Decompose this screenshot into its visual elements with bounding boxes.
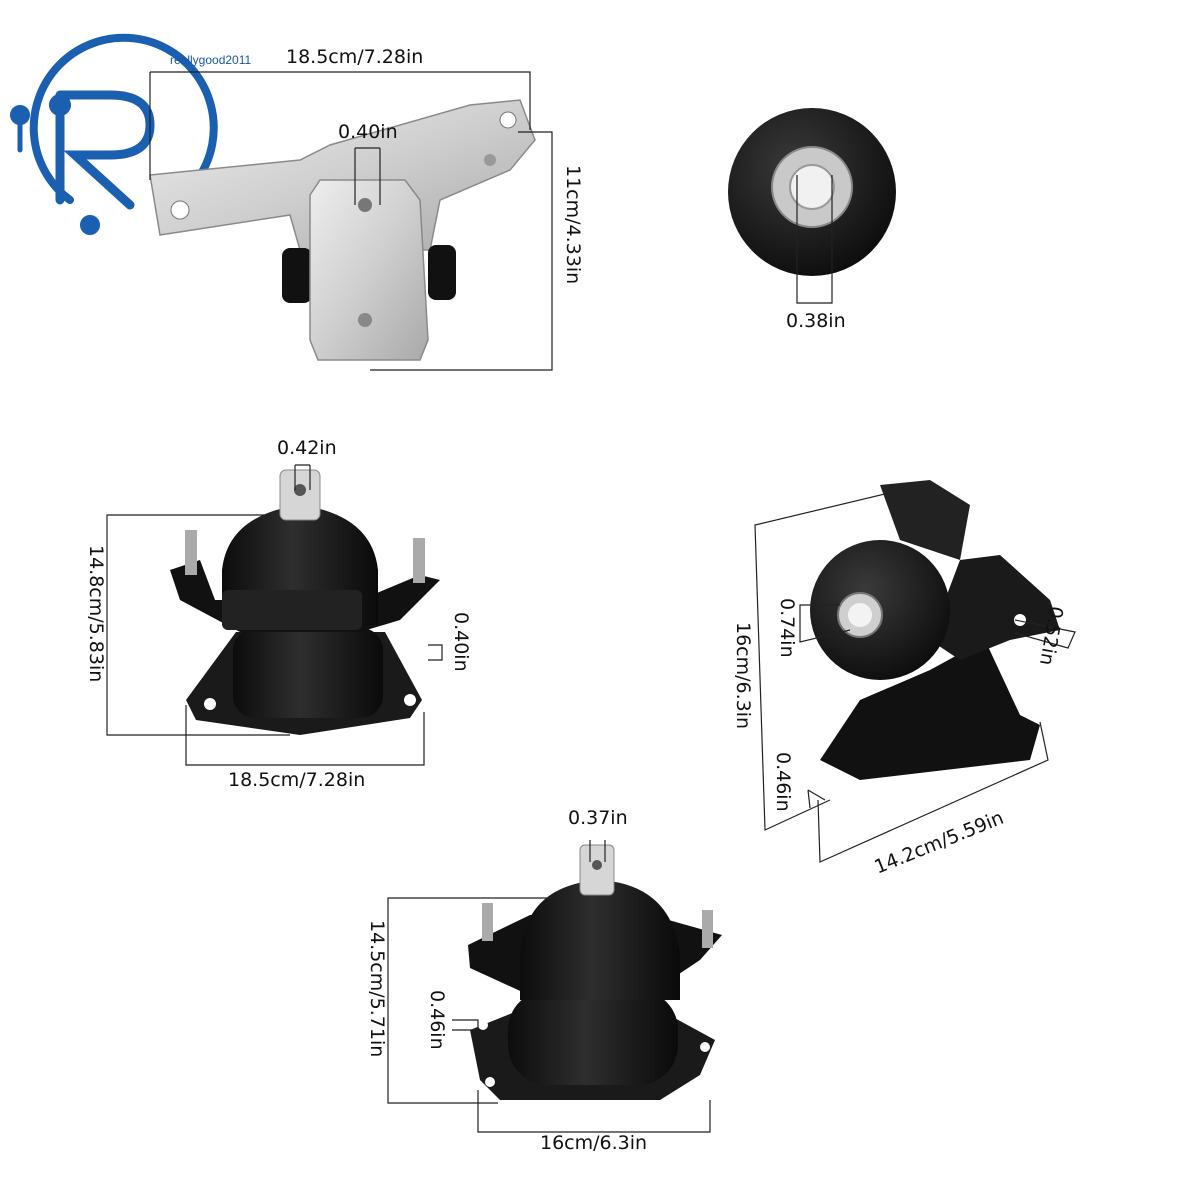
side-mount (810, 480, 1060, 792)
dimension-lines (106, 71, 1076, 1133)
dim-front-width: 18.5cm/7.28in (228, 769, 366, 791)
dim-front-height: 14.8cm/5.83in (85, 545, 107, 683)
front-mount (170, 469, 440, 735)
dim-side-height: 16cm/6.3in (732, 622, 754, 730)
dim-part1-width: 18.5cm/7.28in (286, 46, 424, 68)
brand-logo-icon (10, 33, 218, 235)
dim-rear-top: 0.37in (568, 807, 628, 829)
dim-side-foot-hole: 0.46in (772, 752, 794, 812)
dim-rear-height: 14.5cm/5.71in (366, 920, 388, 1058)
dim-part1-hole: 0.40in (338, 121, 398, 143)
upper-torque-mount (149, 99, 536, 361)
watermark-text: reallygood2011 (170, 53, 252, 67)
dim-part1-height: 11cm/4.33in (562, 165, 584, 285)
dim-front-hole: 0.40in (450, 612, 472, 672)
dim-bushing-hole: 0.38in (786, 310, 846, 332)
dim-side-bore: 0.74in (776, 598, 798, 658)
dim-rear-width: 16cm/6.3in (540, 1132, 648, 1154)
dim-front-top: 0.42in (277, 437, 337, 459)
dim-rear-hole: 0.46in (426, 990, 448, 1050)
rear-mount (468, 844, 722, 1100)
bushing (728, 108, 896, 276)
